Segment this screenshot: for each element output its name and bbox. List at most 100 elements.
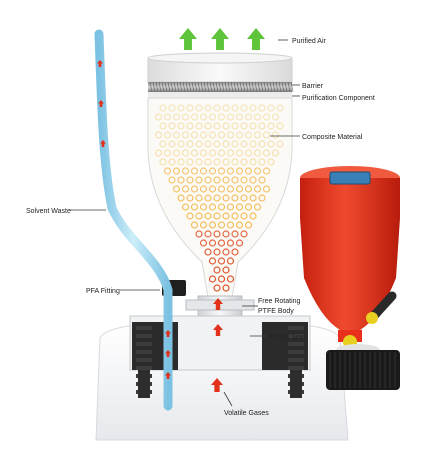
pellet: [159, 158, 167, 166]
pellet: [168, 104, 176, 112]
pellet: [231, 230, 239, 238]
pellet: [190, 131, 199, 139]
pellet: [213, 122, 221, 130]
pellet: [244, 203, 253, 211]
thread-ridge: [136, 326, 152, 330]
pellet: [222, 194, 230, 202]
pellet: [208, 239, 217, 247]
pellet: [235, 131, 244, 139]
up-arrow-icon: [165, 330, 171, 337]
pellet: [240, 194, 248, 202]
pellet: [244, 113, 253, 121]
pellet: [208, 149, 217, 157]
thread-ridge: [288, 342, 304, 346]
pellet: [271, 113, 280, 121]
pellet: [213, 194, 221, 202]
filter-housing: [147, 52, 294, 299]
pellet: [195, 212, 203, 220]
pellet: [231, 194, 239, 202]
pellet: [199, 185, 208, 193]
pellet: [204, 158, 212, 166]
pellet: [258, 140, 266, 148]
pellet: [208, 185, 217, 193]
pellet: [258, 176, 266, 184]
up-arrow-icon: [100, 140, 106, 147]
pellet: [222, 248, 230, 256]
pellet: [240, 122, 248, 130]
pellet: [186, 104, 194, 112]
pellet: [226, 185, 235, 193]
bottle-screw-cap: [326, 350, 400, 390]
pellet: [195, 230, 203, 238]
pellet: [262, 185, 271, 193]
pellet: [213, 248, 221, 256]
pellet: [199, 203, 208, 211]
pellet: [163, 149, 172, 157]
pellet: [213, 230, 221, 238]
pellet: [253, 185, 262, 193]
up-arrow-icon: [213, 324, 223, 336]
pellet: [204, 194, 212, 202]
pellet: [235, 221, 244, 229]
pellet: [159, 122, 167, 130]
pellet: [195, 104, 203, 112]
solvent-waste-tube: [94, 29, 173, 411]
pellet: [213, 266, 221, 274]
pellet: [253, 113, 262, 121]
pellet: [217, 203, 226, 211]
up-arrow-icon: [213, 298, 223, 310]
pellet: [235, 167, 244, 175]
label-viton-seal: VITON Seal: [268, 334, 306, 341]
pellet: [186, 158, 194, 166]
counter-display-icon: [329, 171, 371, 185]
label-ptfe-body: PTFE Body: [258, 308, 294, 315]
pellet: [199, 149, 208, 157]
pellet: [204, 122, 212, 130]
pellet: [195, 176, 203, 184]
pellet: [181, 113, 190, 121]
thread-ridge: [136, 366, 152, 370]
pellet: [204, 230, 212, 238]
pellet: [217, 185, 226, 193]
pellet: [181, 203, 190, 211]
up-arrow-icon: [247, 28, 265, 50]
pellet: [208, 221, 217, 229]
pellet: [276, 104, 284, 112]
label-free-rotating: Free Rotating: [258, 298, 301, 305]
pellet: [222, 230, 230, 238]
thread-ridge: [136, 334, 152, 338]
pellet: [253, 149, 262, 157]
pellet: [195, 194, 203, 202]
pellet: [258, 194, 266, 202]
pellet: [208, 203, 217, 211]
pellet: [240, 158, 248, 166]
pellet: [240, 176, 248, 184]
thread-ridge: [136, 342, 152, 346]
label-pfa-fitting: PFA Fitting: [86, 288, 120, 295]
pellet: [249, 122, 257, 130]
pellet: [222, 176, 230, 184]
pellet: [208, 275, 217, 283]
pellet: [172, 113, 181, 121]
pellet: [226, 131, 235, 139]
pellet: [222, 140, 230, 148]
pellet: [231, 248, 239, 256]
pellet: [199, 131, 208, 139]
pellet: [231, 122, 239, 130]
pellet: [222, 122, 230, 130]
pellet: [177, 104, 185, 112]
pellet: [168, 176, 176, 184]
pellet: [226, 113, 235, 121]
label-purification-component: Purification Component: [302, 95, 375, 102]
pellet: [213, 212, 221, 220]
pellet: [208, 131, 217, 139]
pellet: [253, 131, 262, 139]
pellet: [226, 257, 235, 265]
pellet: [181, 185, 190, 193]
label-volatile-gases: Volatile Gases: [224, 410, 269, 417]
pellet: [267, 158, 275, 166]
pellet: [213, 104, 221, 112]
pellet: [195, 140, 203, 148]
pellet: [235, 113, 244, 121]
